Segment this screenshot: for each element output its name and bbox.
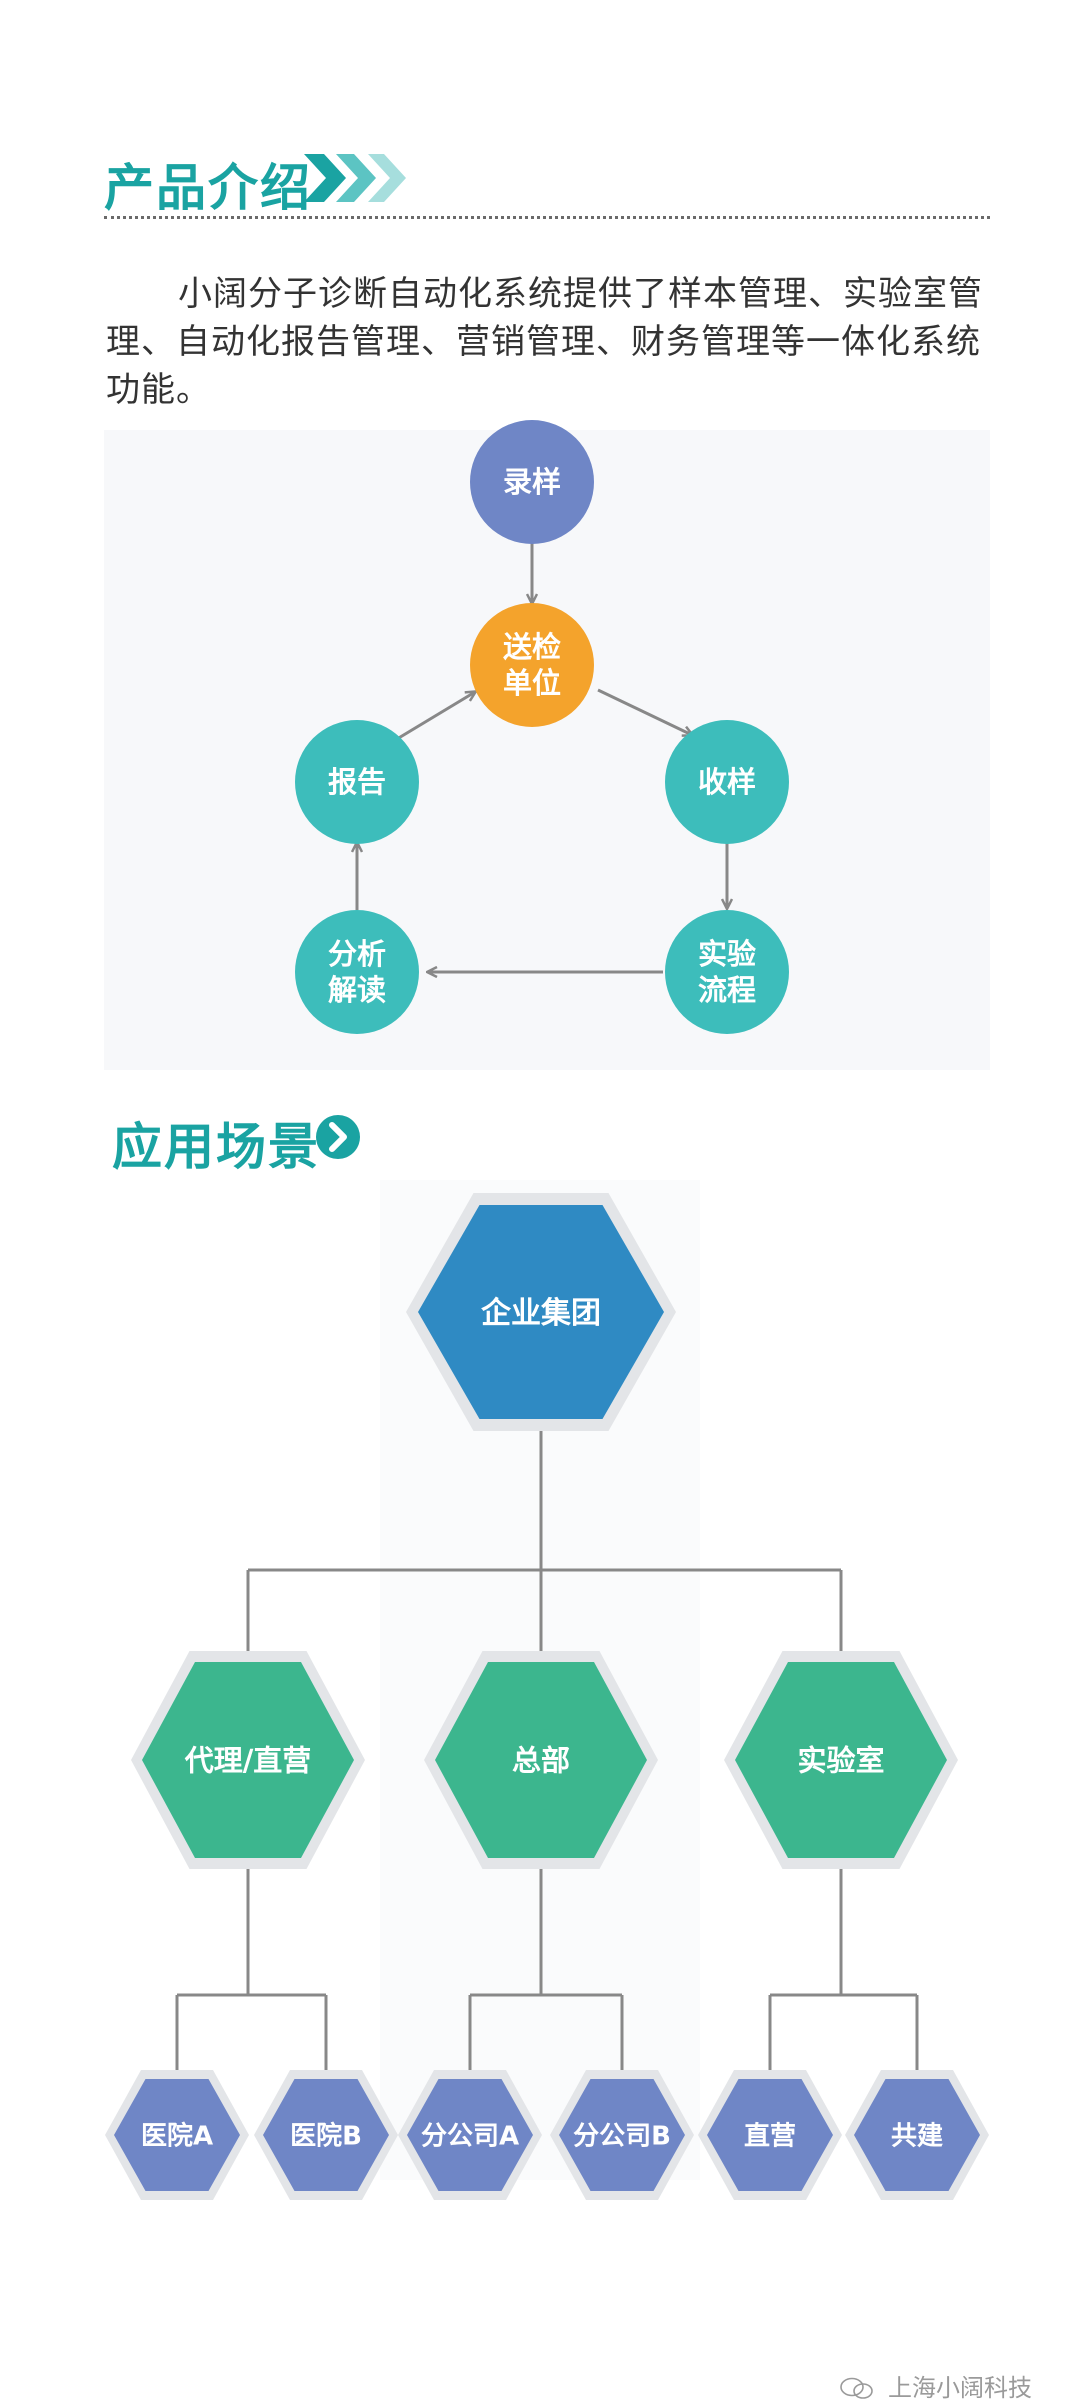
hex-label: 代理/直营 [184,1743,312,1777]
hex-fill [435,1662,647,1858]
hex-label: 总部 [512,1743,570,1777]
section-divider [104,216,990,219]
cycle-node-circle [470,420,594,544]
watermark-text: 上海小阔科技 [888,2374,1032,2402]
cycle-node-shouyang: 收样 [665,720,789,844]
section-title-text-2: 应用场景 [112,1118,320,1176]
hex-label: 医院B [290,2120,362,2151]
cycle-node-label: 实验 [698,937,756,971]
arrow-songjian-shouyang [597,688,692,735]
org-node-root: 企业集团 [406,1193,676,1431]
hex-label: 医院A [141,2120,213,2151]
org-connectors [175,1430,919,2072]
hex-label: 企业集团 [481,1296,601,1331]
hex-label: 分公司B [573,2121,671,2151]
hex-fill [407,2079,533,2191]
hex-fill [263,2079,389,2191]
cycle-node-label: 单位 [503,666,561,700]
cycle-node-label: 收样 [698,765,756,799]
org-node-level3: 医院B [254,2070,398,2200]
hex-label: 共建 [891,2121,943,2151]
cycle-node-label: 解读 [328,973,386,1007]
org-node-level3: 医院A [105,2070,249,2200]
cycle-node-circle [295,910,419,1034]
hex-fill [707,2079,833,2191]
hex-fill [142,1662,354,1858]
org-node-level2: 总部 [424,1651,658,1869]
hex-fill [854,2079,980,2191]
section-title-product-intro: 产品介绍 [104,148,312,220]
chevrons-icon [304,154,406,202]
cycle-node-label: 流程 [698,973,756,1007]
org-node-level3: 分公司A [398,2070,542,2200]
cycle-arrows [357,543,727,972]
cycle-node-baogao: 报告 [295,720,419,844]
watermark: 上海小阔科技 [840,2368,1032,2403]
hex-label: 实验室 [797,1743,884,1777]
hex-fill [418,1205,664,1419]
org-node-level3: 直营 [698,2070,842,2200]
hex-label: 直营 [744,2121,796,2151]
cycle-node-circle [665,720,789,844]
org-node-level3: 共建 [845,2070,989,2200]
cycle-node-circle [665,910,789,1034]
cycle-node-circle [295,720,419,844]
hex-fill [114,2079,240,2191]
chevron-circle-icon [316,1115,360,1159]
cycle-node-luyang: 录样 [470,420,594,544]
section-title-text: 产品介绍 [104,159,312,217]
hex-label: 分公司A [421,2121,519,2151]
wechat-icon [840,2377,874,2401]
cycle-node-label: 分析 [328,937,386,971]
org-node-level2: 代理/直营 [131,1651,365,1869]
arrow-baogao-songjian [396,692,475,741]
org-node-level2: 实验室 [724,1651,958,1869]
hex-fill [559,2079,685,2191]
section-title-application: 应用场景 [112,1107,320,1179]
cycle-node-circle [470,603,594,727]
hex-fill [735,1662,947,1858]
cycle-node-label: 录样 [503,465,561,499]
intro-paragraph: 小阔分子诊断自动化系统提供了样本管理、实验室管理、自动化报告管理、营销管理、财务… [106,274,983,410]
cycle-node-label: 送检 [503,630,561,664]
cycle-node-label: 报告 [328,765,386,799]
org-node-level3: 分公司B [550,2070,694,2200]
